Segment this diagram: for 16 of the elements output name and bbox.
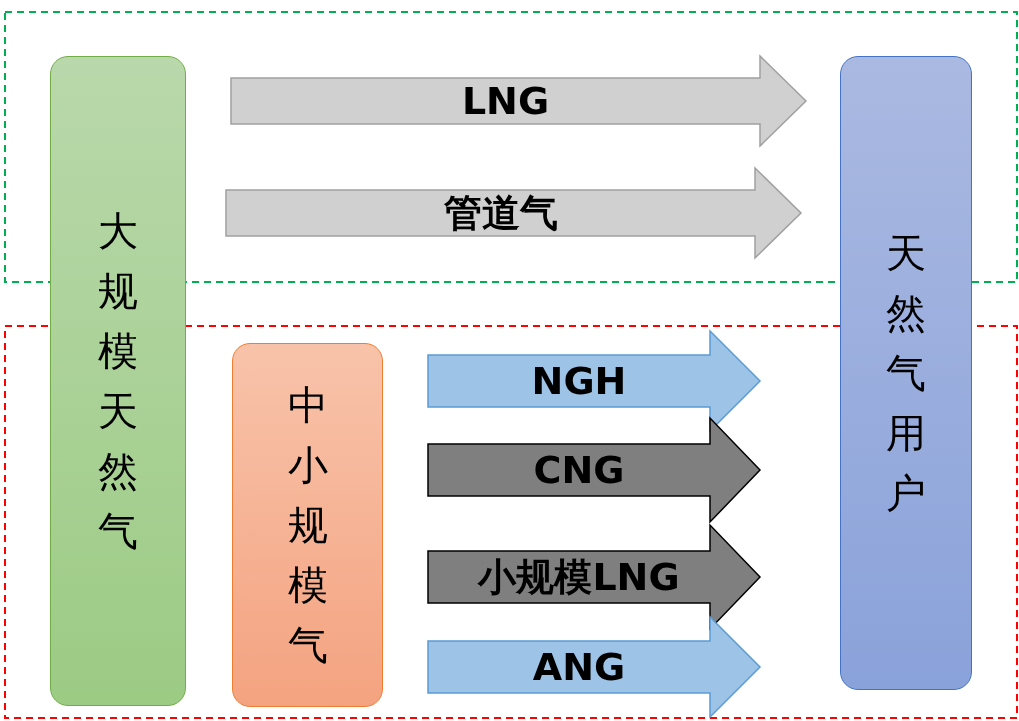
edge-label: 管道气 (443, 194, 558, 232)
edge-label: LNG (461, 82, 550, 120)
block-arrow (427, 416, 762, 524)
source-box (232, 343, 383, 707)
node-label: 天然气用户 (885, 229, 927, 518)
node-label: 中小规模气 (286, 381, 329, 670)
edge-label: NGH (531, 362, 627, 400)
node-label: 大规模天然气 (97, 207, 139, 556)
source-box (50, 56, 186, 706)
block-arrow (427, 615, 762, 719)
block-arrow (230, 54, 808, 148)
edge-label: ANG (532, 648, 626, 686)
edge-label: CNG (533, 451, 625, 489)
edge-label: 小规模LNG (478, 558, 680, 596)
source-box (840, 56, 972, 690)
block-arrow (225, 166, 803, 260)
